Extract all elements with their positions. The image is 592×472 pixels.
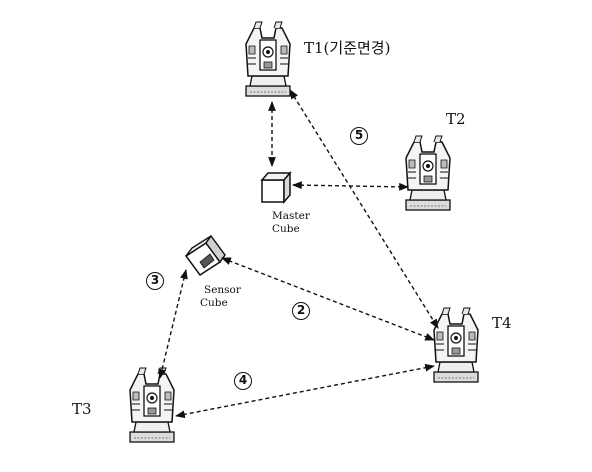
step-marker-3: 3 — [146, 272, 164, 290]
master-cube-label: Master Cube — [272, 210, 310, 236]
station-t1-instrument — [245, 21, 291, 97]
station-t4-instrument — [433, 307, 479, 383]
sensor-cube — [184, 234, 226, 277]
step-marker-4: 4 — [234, 372, 252, 390]
sensor-cube-label: Sensor Cube — [200, 284, 241, 310]
line-sensor-cube-t3 — [158, 269, 188, 379]
station-t4-label: T4 — [492, 314, 512, 332]
sensor-cube-label-line1: Sensor — [204, 284, 241, 296]
line-sensor-cube-t4 — [221, 257, 435, 341]
sensor-cube-label-line2: Cube — [200, 297, 228, 309]
station-t3-instrument — [129, 367, 175, 443]
master-cube — [260, 170, 292, 205]
measurement-lines — [158, 89, 439, 419]
master-cube-label-line2: Cube — [272, 223, 300, 235]
station-t2-label: T2 — [446, 110, 466, 128]
station-t2-instrument — [405, 135, 451, 211]
step-marker-2: 2 — [292, 302, 310, 320]
master-cube-label-line1: Master — [272, 210, 310, 222]
step-marker-5: 5 — [350, 127, 368, 145]
station-t3-label: T3 — [72, 400, 92, 418]
line-t3-t4 — [175, 363, 435, 419]
station-t1-label: T1(기준면경) — [304, 39, 391, 57]
